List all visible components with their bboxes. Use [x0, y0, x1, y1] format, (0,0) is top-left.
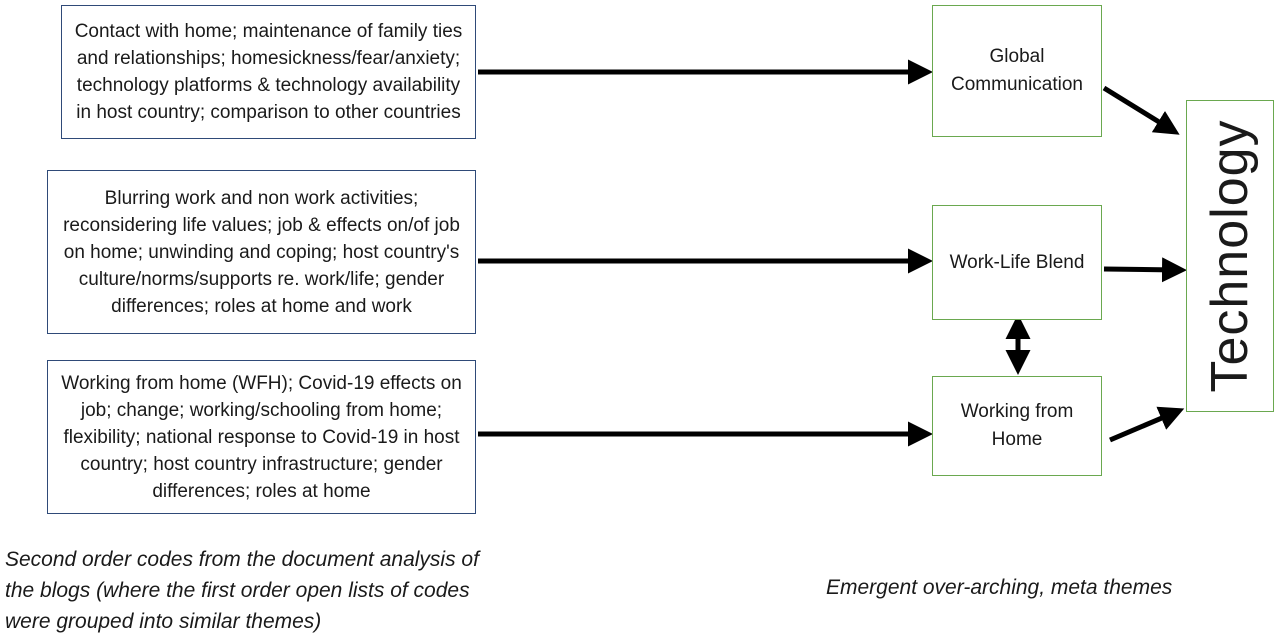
caption-meta-themes: Emergent over-arching, meta themes [826, 576, 1173, 599]
meta-theme-label: Technology [1201, 119, 1259, 393]
theme-box-work-life-blend: Work-Life Blend [932, 205, 1102, 320]
code-text: Working from home (WFH); Covid-19 effect… [61, 372, 462, 502]
theme-box-working-from-home: Working from Home [932, 376, 1102, 476]
theme-label: Global Communication [951, 46, 1083, 95]
arrow-work-life-blend-to-technology [1103, 257, 1187, 283]
caption-second-order-codes: Second order codes from the document ana… [5, 548, 479, 633]
arrow-global-communication-to-technology [1102, 85, 1180, 135]
theme-box-global-communication: Global Communication [932, 5, 1102, 137]
code-text: Blurring work and non work activities; r… [63, 187, 460, 317]
theme-label: Work-Life Blend [949, 251, 1085, 273]
code-box-global-communication: Contact with home; maintenance of family… [61, 5, 476, 139]
code-box-work-life-blend: Blurring work and non work activities; r… [47, 170, 476, 334]
arrow-working-from-home-to-technology [1109, 406, 1185, 443]
code-box-working-from-home: Working from home (WFH); Covid-19 effect… [47, 360, 476, 514]
theme-label: Working from Home [960, 401, 1074, 450]
meta-theme-box-technology: Technology [1186, 100, 1274, 412]
code-text: Contact with home; maintenance of family… [74, 21, 463, 123]
